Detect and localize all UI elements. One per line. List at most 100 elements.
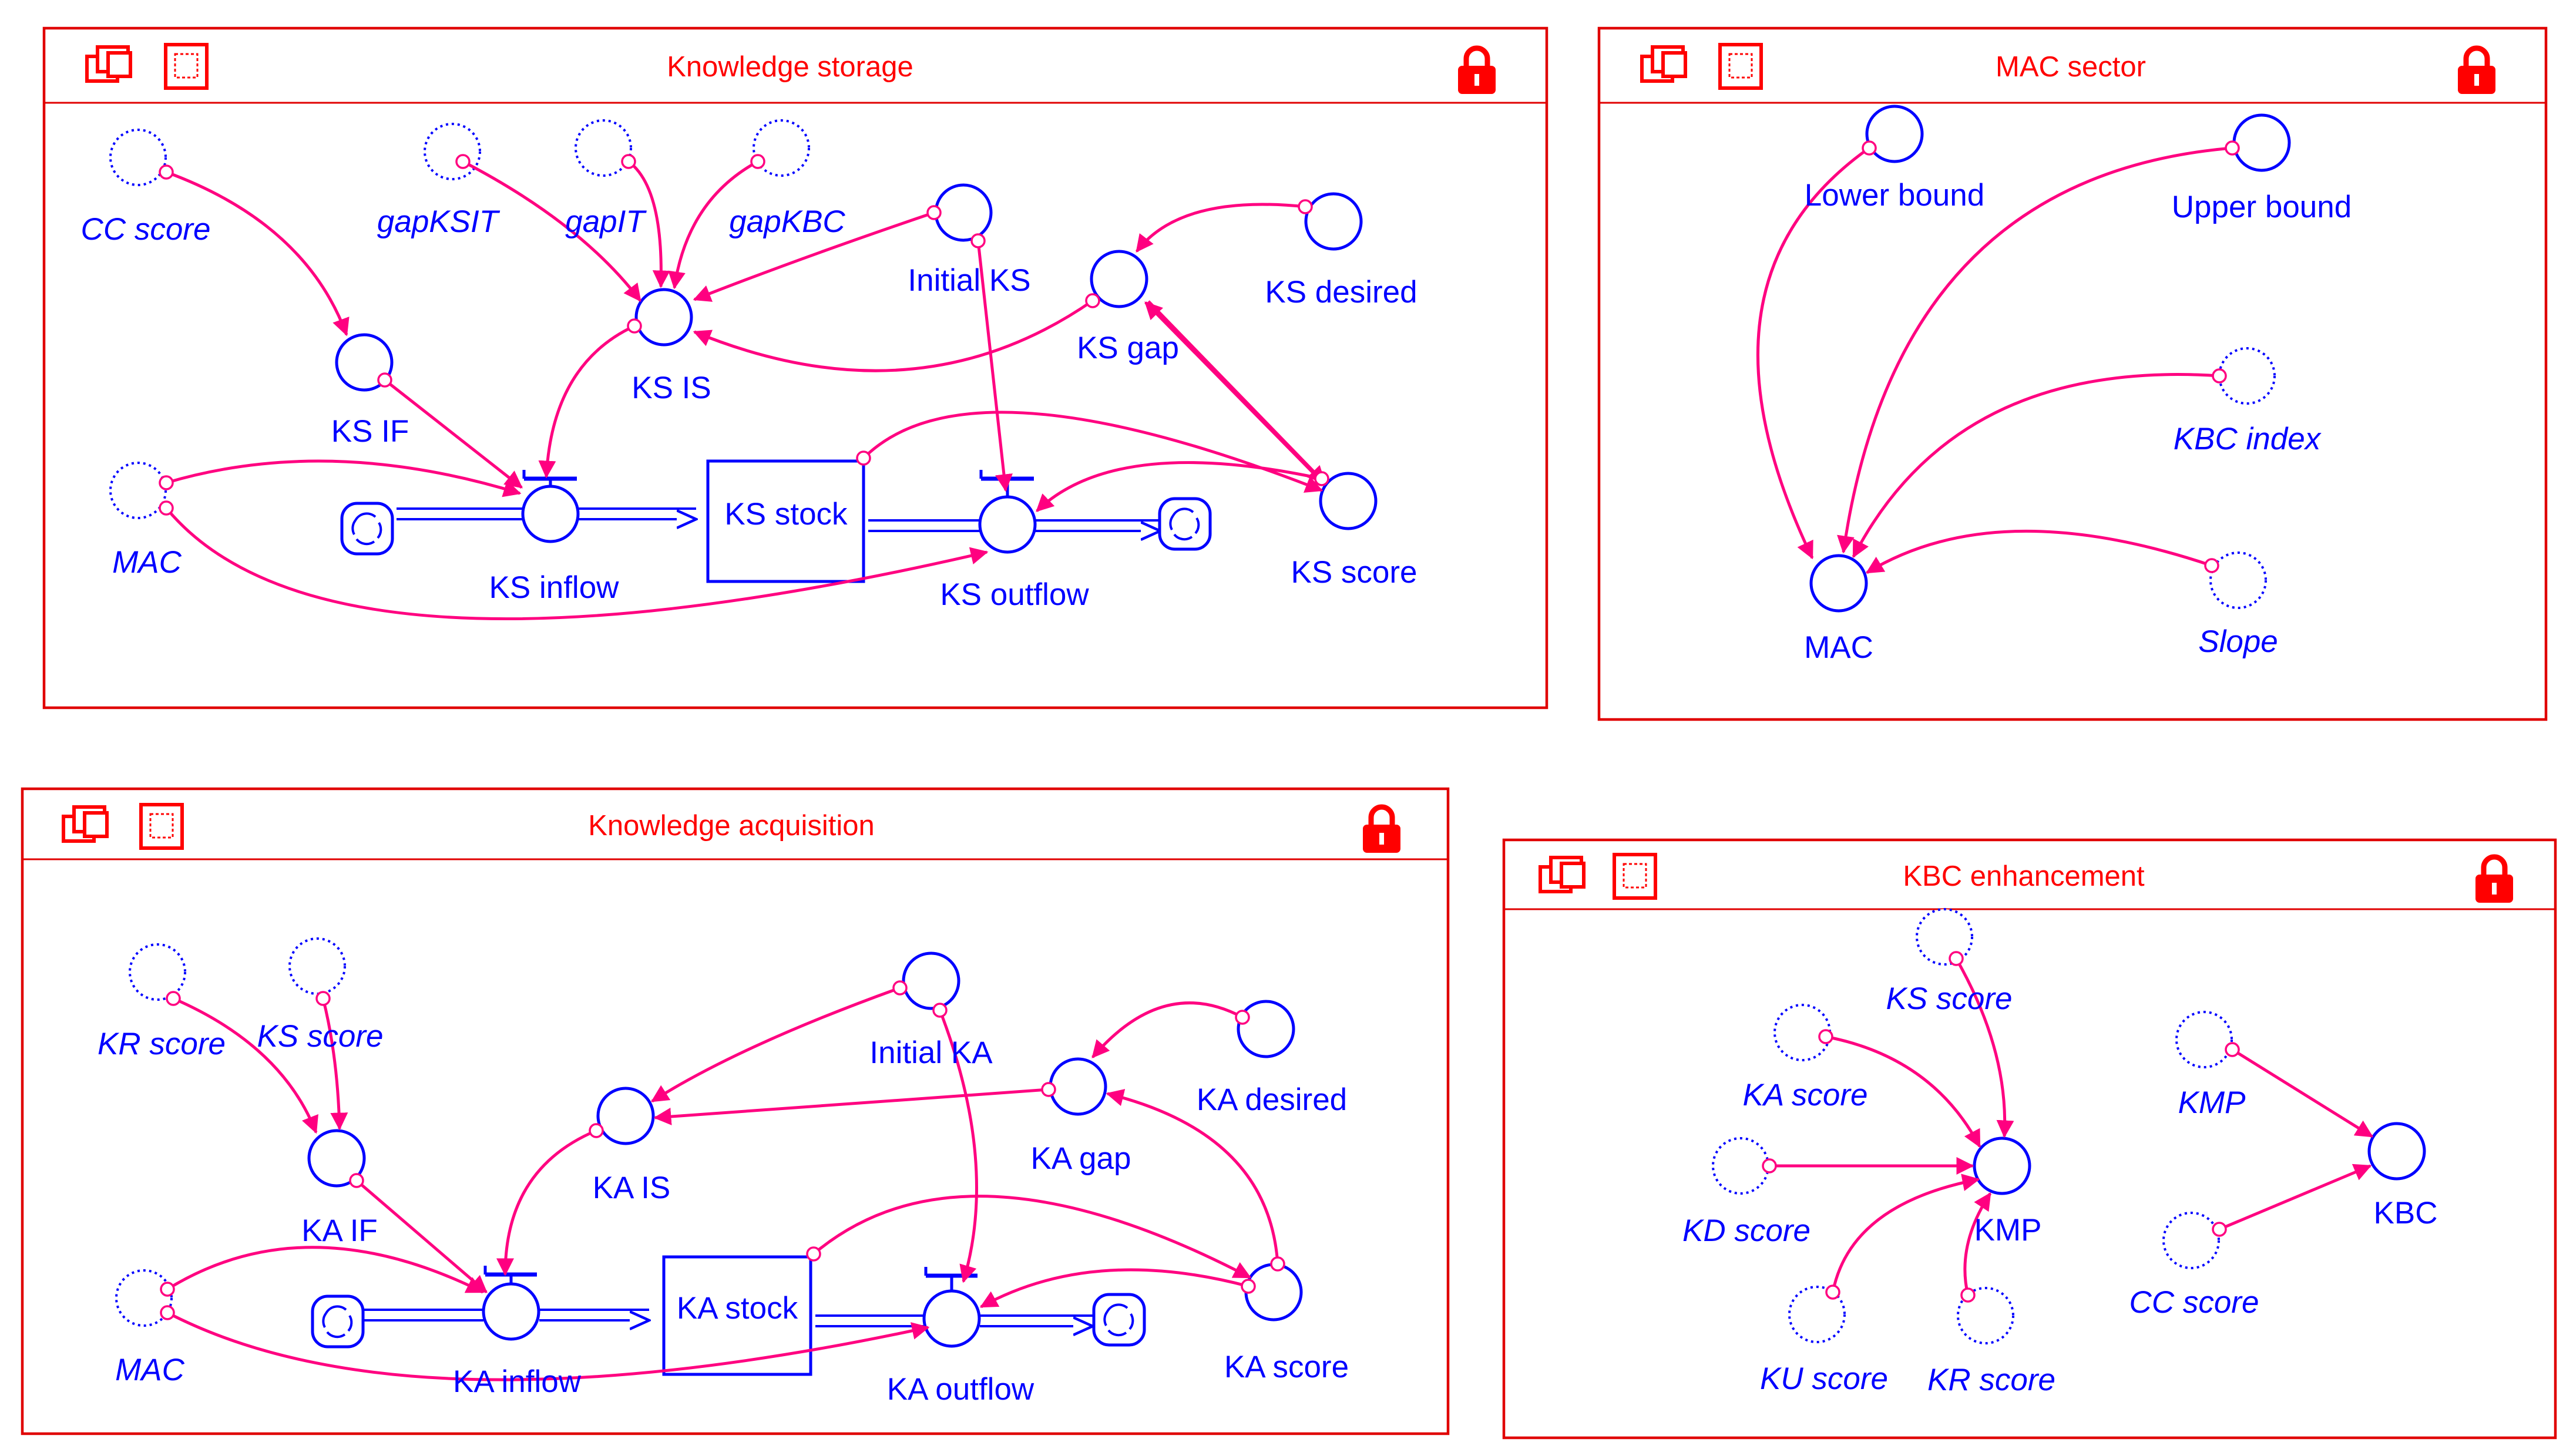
ks-desired-label: KS desired (1265, 275, 1417, 310)
cc-score-ghost[interactable] (2162, 1212, 2220, 1269)
connector-arrow (496, 1129, 597, 1276)
upper-bound-label: Upper bound (2172, 190, 2352, 224)
ku-score-label: KU score (1760, 1361, 1888, 1396)
ka-inflow-label: KA inflow (453, 1364, 582, 1399)
kd-score-ghost[interactable] (1712, 1137, 1769, 1195)
ks-stock[interactable] (706, 459, 865, 583)
kbc-index-ghost[interactable] (2218, 347, 2276, 405)
mac-label: MAC (112, 545, 182, 580)
connector-arrow (1852, 373, 2220, 559)
sector-mac: MAC sector Lower bound Upper bound KBC i… (1597, 26, 2548, 721)
ks-score-ghost[interactable] (288, 937, 346, 995)
window-stack-icon[interactable] (1640, 45, 1687, 83)
ka-score-label: KA score (1224, 1350, 1349, 1384)
valve-icon[interactable] (922, 1267, 981, 1348)
connector-tail (589, 1123, 604, 1138)
sector-title: Knowledge acquisition (588, 810, 875, 842)
initial-ka-node[interactable] (902, 951, 960, 1010)
padlock-icon[interactable] (1458, 45, 1496, 94)
ka-if-node[interactable] (307, 1129, 366, 1188)
gapkbc-ghost[interactable] (753, 119, 810, 177)
kmp-ghost-label: KMP (2178, 1085, 2246, 1120)
ks-desired-node[interactable] (1304, 192, 1363, 251)
connector-tail (1235, 1010, 1250, 1025)
ks-score-label: KS score (1886, 981, 2012, 1016)
connector-tail (750, 154, 765, 169)
connector-tail (159, 475, 174, 490)
connector-tail (2212, 368, 2227, 384)
sector-frame-icon[interactable] (164, 43, 209, 90)
window-stack-icon[interactable] (85, 45, 132, 83)
ks-score-node[interactable] (1319, 472, 1378, 530)
sector-knowledge-acquisition: Knowledge acquisition KA stock (21, 787, 1450, 1435)
connector-arrow (166, 170, 350, 337)
window-stack-icon[interactable] (62, 805, 109, 843)
initial-ka-label: Initial KA (869, 1035, 993, 1070)
kr-score-ghost[interactable] (129, 943, 186, 1001)
sector-kbc-enhancement: KBC enhancement KS score KA score KD s (1502, 838, 2557, 1440)
connector-arrow (693, 299, 1094, 372)
ks-if-node[interactable] (335, 333, 394, 392)
gapit-label: gapIT (565, 204, 647, 239)
kmp-node[interactable] (1973, 1136, 2031, 1195)
padlock-icon[interactable] (2458, 45, 2495, 94)
connector-tail (926, 205, 942, 220)
mac-ghost[interactable] (109, 462, 167, 519)
cloud-source-icon (340, 502, 394, 556)
connector-tail (1818, 1029, 1833, 1044)
connector-tail (1241, 1279, 1256, 1294)
ks-is-node[interactable] (634, 288, 693, 347)
ka-score-label: KA score (1742, 1078, 1867, 1112)
ka-gap-node[interactable] (1049, 1057, 1107, 1116)
gapksit-ghost[interactable] (424, 123, 481, 180)
ka-desired-node[interactable] (1237, 1000, 1295, 1058)
sector-frame-icon[interactable] (139, 803, 184, 850)
ks-inflow-label: KS inflow (489, 570, 620, 605)
connector-tail (2204, 558, 2219, 573)
connector-tail (1041, 1082, 1056, 1097)
gapit-ghost[interactable] (575, 119, 632, 177)
lower-bound-node[interactable] (1865, 105, 1924, 163)
mac-node[interactable] (1809, 554, 1868, 613)
valve-icon[interactable] (521, 470, 580, 543)
kbc-node[interactable] (2367, 1122, 2426, 1181)
connector-arrow (462, 160, 641, 302)
valve-icon[interactable] (978, 470, 1037, 554)
cc-score-label: CC score (81, 212, 211, 247)
connector-tail (377, 372, 392, 388)
ka-score-node[interactable] (1244, 1263, 1303, 1322)
connector-arrow (166, 1311, 930, 1381)
connector-arrow (165, 507, 989, 621)
ku-score-ghost[interactable] (1788, 1286, 1846, 1343)
slope-label: Slope (2198, 624, 2278, 659)
ka-outflow-label: KA outflow (887, 1372, 1034, 1407)
connector-tail (627, 318, 642, 334)
ka-is-node[interactable] (596, 1087, 655, 1145)
upper-bound-node[interactable] (2232, 113, 2291, 172)
ks-gap-node[interactable] (1090, 250, 1148, 308)
sector-frame-icon[interactable] (1613, 853, 1657, 900)
mac-ghost[interactable] (115, 1269, 173, 1327)
padlock-icon[interactable] (2475, 854, 2513, 903)
connector-tail (160, 1305, 175, 1320)
sector-knowledge-storage: Knowledge storage KS stock (42, 26, 1548, 709)
padlock-icon[interactable] (1363, 804, 1400, 853)
sector-title: Knowledge storage (667, 51, 913, 83)
valve-icon[interactable] (482, 1266, 540, 1341)
window-stack-icon[interactable] (1539, 856, 1586, 893)
cc-score-ghost[interactable] (109, 129, 167, 186)
cc-score-label: CC score (2129, 1285, 2259, 1320)
connector-arrow (1837, 146, 2233, 554)
connector-arrow (1106, 1089, 1279, 1265)
connector-arrow (938, 1010, 978, 1283)
connector-tail (159, 164, 174, 180)
kmp-ghost[interactable] (2175, 1011, 2233, 1068)
ks-score-ghost[interactable] (1916, 908, 1973, 966)
ks-score-label: KS score (1291, 555, 1417, 590)
sector-frame-icon[interactable] (1718, 43, 1763, 90)
initial-ks-node[interactable] (934, 183, 993, 242)
kr-score-ghost[interactable] (1957, 1287, 2014, 1344)
slope-ghost[interactable] (2209, 552, 2267, 609)
connector-tail (1862, 140, 1877, 156)
connector-arrow (979, 1268, 1249, 1309)
